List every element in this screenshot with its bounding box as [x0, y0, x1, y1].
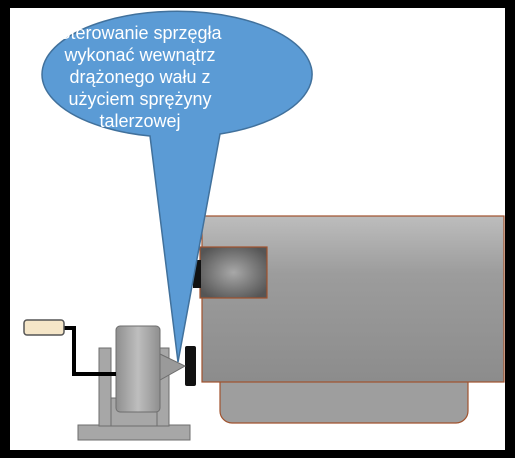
engine-main-body: [201, 215, 505, 383]
crank-shaft-tip: [159, 353, 187, 381]
hand-crank-stand-icon: [23, 319, 191, 441]
stand-base-plate: [77, 424, 191, 441]
callout-bubble: [41, 10, 313, 363]
slide-canvas: Sterowanie sprzęgła wykonać wewnątrz drą…: [10, 8, 505, 450]
engine-shaft-stub: [193, 260, 201, 288]
stand-foot-left: [98, 347, 112, 427]
diagram-scene: [23, 10, 505, 441]
engine-block-icon: [193, 215, 505, 424]
crank-handle-grip: [23, 319, 65, 336]
coupling-flange: [185, 346, 196, 386]
crank-arm: [64, 326, 116, 376]
callout-text: Sterowanie sprzęgła wykonać wewnątrz drą…: [58, 23, 222, 131]
crank-housing: [115, 325, 161, 413]
engine-side-window: [199, 246, 268, 299]
callout-shape: [41, 10, 313, 363]
